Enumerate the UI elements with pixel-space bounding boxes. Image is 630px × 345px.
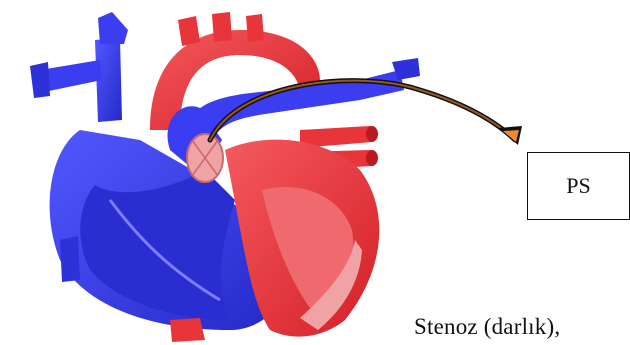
superior-vena-cava bbox=[30, 12, 128, 122]
ps-label-box: PS bbox=[527, 152, 630, 220]
inferior-vena-cava bbox=[60, 236, 80, 282]
caption-text: Stenoz (darlık), bbox=[414, 314, 560, 340]
descending-aorta bbox=[170, 318, 205, 342]
ps-label: PS bbox=[566, 173, 590, 199]
stenotic-pulmonary-valve bbox=[187, 134, 223, 182]
